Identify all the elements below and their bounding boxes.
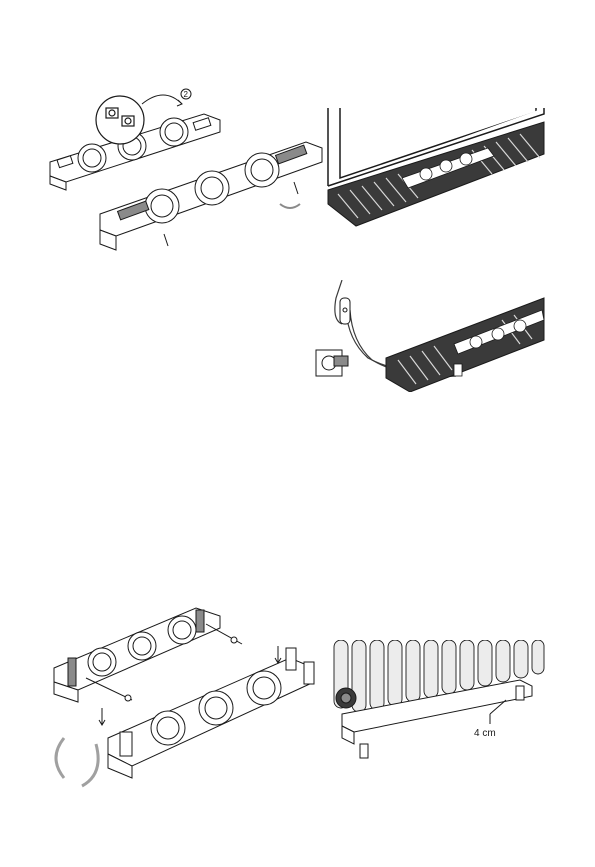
rotate-arrow-icon (56, 738, 98, 786)
arrow-icon (142, 95, 182, 104)
radiator-mounting-figure: 4 cm (330, 640, 546, 762)
zoom-detail (96, 96, 144, 144)
rotate-arrow-icon (280, 204, 300, 208)
power-connection-figure (306, 280, 546, 392)
fan-unit-top (54, 608, 242, 702)
distance-label: 4 cm (474, 728, 496, 739)
fan-assembly-figure: 2 (44, 86, 324, 256)
convector-window-figure (322, 108, 552, 232)
inline-switch-icon (340, 298, 350, 324)
bracket-mounting-figure (46, 604, 328, 792)
step-number: 2 (184, 90, 189, 99)
wall-socket-icon (316, 350, 348, 376)
fan-unit-bottom (108, 648, 314, 778)
radiator-valve-icon (336, 688, 356, 708)
